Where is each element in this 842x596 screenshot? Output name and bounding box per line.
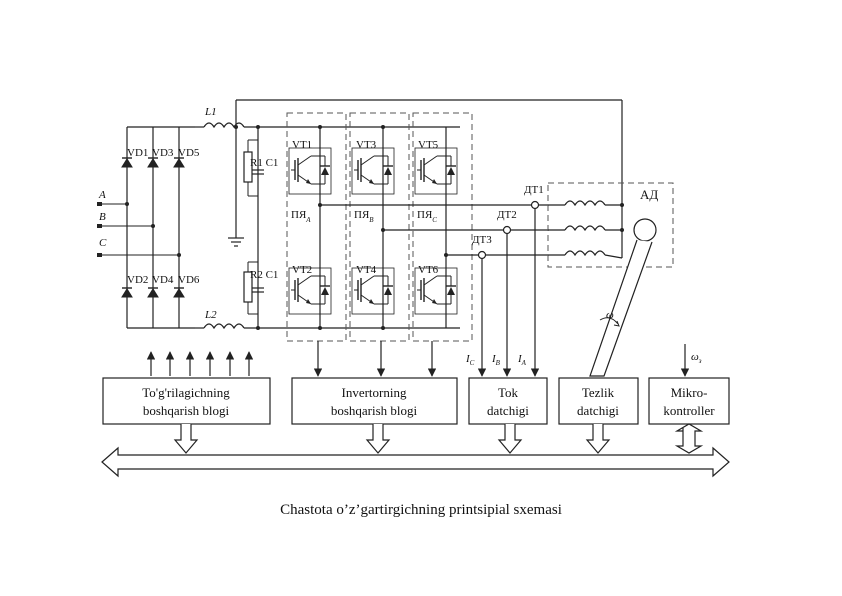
induction-motor: АД ω: [547, 182, 674, 377]
bus-link-microcontroller: [674, 423, 704, 454]
phase-b-label: B: [99, 211, 106, 223]
igbt-vt1: [288, 147, 332, 195]
speed-sensor-line2: datchigi: [577, 403, 619, 418]
winding-c: [564, 250, 606, 256]
rectifier-control-line2: boshqarish blogi: [143, 403, 230, 418]
motor-frame: [547, 182, 674, 268]
leg-a-frame: [286, 112, 347, 342]
motor-shaft: [589, 239, 653, 377]
py-c-label: ПЯC: [417, 209, 437, 224]
vd2-label: VD2: [127, 274, 148, 286]
inductor-l2: [203, 323, 245, 329]
py-b-label: ПЯB: [354, 209, 374, 224]
vd3-label: VD3: [152, 147, 174, 159]
microcontroller-block: [648, 377, 730, 425]
l2-label: L2: [204, 309, 217, 321]
current-sensor-block: [468, 377, 548, 425]
igbt-vt3: [351, 147, 395, 195]
vd1-label: VD1: [127, 147, 148, 159]
igbt-vt5: [414, 147, 458, 195]
rectifier-control-arrows: [146, 351, 254, 376]
omega-setpoint-label: ωз: [691, 351, 702, 365]
speed-sensor-block: [558, 377, 639, 425]
motor-label: АД: [640, 187, 658, 202]
ia-label: IA: [517, 353, 527, 367]
vd5-label: VD5: [178, 147, 200, 159]
current-sensor-line2: datchigi: [487, 403, 529, 418]
vt2-label: VT2: [292, 264, 312, 276]
data-bus: [101, 423, 730, 478]
current-sensor-line1: Tok: [498, 385, 519, 400]
l1-label: L1: [204, 106, 217, 118]
phase-c-label: C: [99, 237, 107, 249]
py-a-label: ПЯA: [291, 209, 311, 224]
current-sensors: ДТ1 ДТ2 ДТ3 IC IB IA: [465, 184, 544, 377]
rectifier-control-line1: To'g'rilagichning: [142, 385, 230, 400]
dc-link: L1 L2 R1 C1 R2 C1: [195, 99, 623, 329]
bus-double-arrow: [101, 446, 730, 478]
motor-rotor: [633, 218, 657, 242]
inverter-control-block: [291, 377, 458, 425]
omega-label: ω: [606, 309, 614, 321]
inverter-control-line1: Invertorning: [342, 385, 407, 400]
diode-vd6: [173, 287, 185, 298]
dt2-label: ДТ2: [497, 209, 517, 221]
vt5-label: VT5: [418, 139, 439, 151]
diode-vd2: [121, 287, 133, 298]
vt3-label: VT3: [356, 139, 377, 151]
diode-vd4: [147, 287, 159, 298]
vt6-label: VT6: [418, 264, 439, 276]
control-blocks: To'g'rilagichning boshqarish blogi Inver…: [102, 377, 730, 425]
diode-vd1: [121, 157, 133, 168]
vt4-label: VT4: [356, 264, 377, 276]
leg-b-frame: [349, 112, 410, 342]
ic-label: IC: [465, 353, 475, 367]
bus-link-speed: [585, 424, 611, 454]
inductor-l1: [203, 122, 245, 128]
sensor-dt2: [502, 225, 512, 235]
dt1-label: ДТ1: [524, 184, 544, 196]
rectifier-control-block: [102, 377, 271, 425]
bus-link-current: [497, 424, 523, 454]
sensor-dt3: [477, 250, 487, 260]
bus-link-inverter: [365, 424, 391, 454]
microcontroller-line2: kontroller: [663, 403, 715, 418]
dt3-label: ДТ3: [472, 234, 492, 246]
diode-vd3: [147, 157, 159, 168]
vt1-label: VT1: [292, 139, 312, 151]
r1c1-label: R1 C1: [250, 157, 278, 169]
winding-a: [564, 200, 606, 206]
ib-label: IB: [491, 353, 501, 367]
speed-sensor-line1: Tezlik: [582, 385, 615, 400]
phase-a-label: A: [98, 189, 106, 201]
inverter-control-line2: boshqarish blogi: [331, 403, 418, 418]
microcontroller-line1: Mikro-: [671, 385, 708, 400]
vd4-label: VD4: [152, 274, 174, 286]
r2c1-label: R2 C1: [250, 269, 278, 281]
diode-vd5: [173, 157, 185, 168]
inverter: VT1 VT3 VT5 VT2 VT4 VT6 ПЯA ПЯB ПЯC: [234, 112, 548, 377]
figure-caption: Chastota o’z’gartirgichning printsipial …: [280, 502, 562, 518]
sensor-dt1: [530, 200, 540, 210]
winding-b: [564, 225, 606, 231]
bus-link-rectifier: [173, 424, 199, 454]
vd6-label: VD6: [178, 274, 200, 286]
leg-c-frame: [412, 112, 473, 342]
rectifier-bridge: A B C VD1 VD3 VD5 VD2 VD4 VD6: [97, 126, 200, 329]
